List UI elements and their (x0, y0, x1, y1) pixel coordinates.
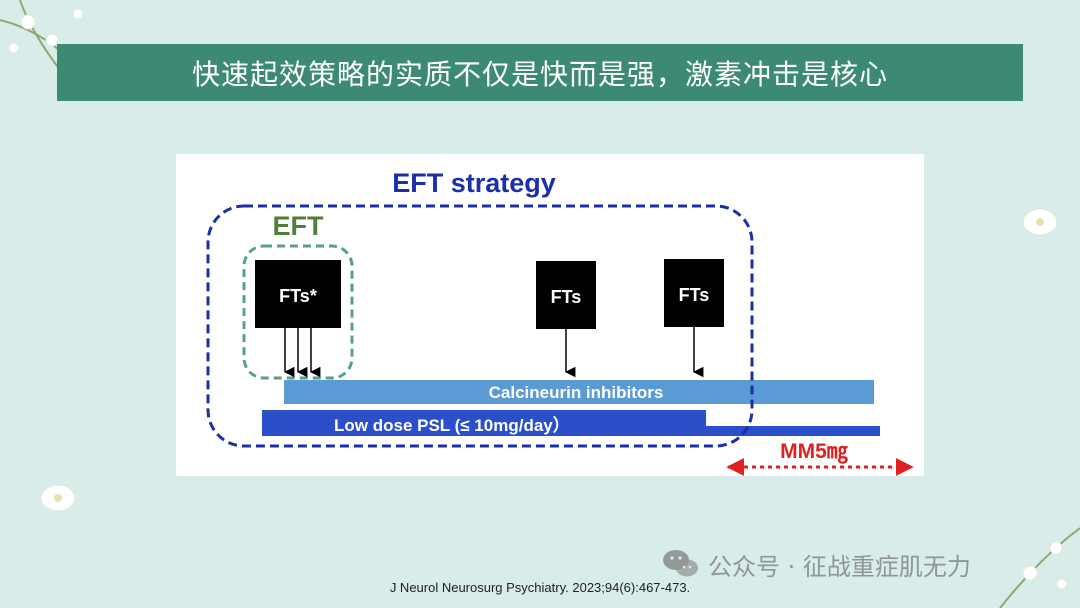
calcineurin-inhibitors-label: Calcineurin inhibitors (489, 383, 664, 402)
wechat-icon (663, 550, 698, 577)
fts-box-second (536, 261, 596, 329)
flower-decoration-bottom-right (999, 527, 1080, 608)
watermark: 公众号 · 征战重症肌无力 (662, 546, 971, 582)
watermark-text: 公众号 · 征战重症肌无力 (708, 552, 971, 581)
low-dose-psl-bar (262, 410, 880, 436)
eft-strategy-diagram: Calcineurin inhibitors Low dose PSL (≤ 1… (176, 154, 924, 476)
diagram-canvas: Calcineurin inhibitors Low dose PSL (≤ 1… (206, 168, 914, 476)
calcineurin-inhibitors-bar (284, 380, 874, 404)
fts-label-second: FTs (551, 287, 582, 307)
eft-label: EFT (273, 211, 325, 241)
eft-strategy-dashed-box (206, 204, 754, 448)
eft-strategy-label: EFT strategy (392, 168, 556, 198)
flower-decoration-left (40, 484, 76, 512)
fts-star-box (255, 260, 341, 328)
flower-decoration-right (1022, 208, 1058, 236)
mm-label: MM5㎎ (780, 440, 848, 465)
fts-box-third (664, 259, 724, 327)
fts-star-label: FTs* (279, 286, 317, 306)
eft-dashed-box (242, 244, 354, 380)
low-dose-psl-label: Low dose PSL (≤ 10mg/day） (334, 415, 570, 435)
citation: J Neurol Neurosurg Psychiatry. 2023;94(6… (389, 580, 691, 595)
fts-label-third: FTs (679, 285, 710, 305)
slide-title: 快速起效策略的实质不仅是快而是强，激素冲击是核心 (57, 44, 1023, 101)
